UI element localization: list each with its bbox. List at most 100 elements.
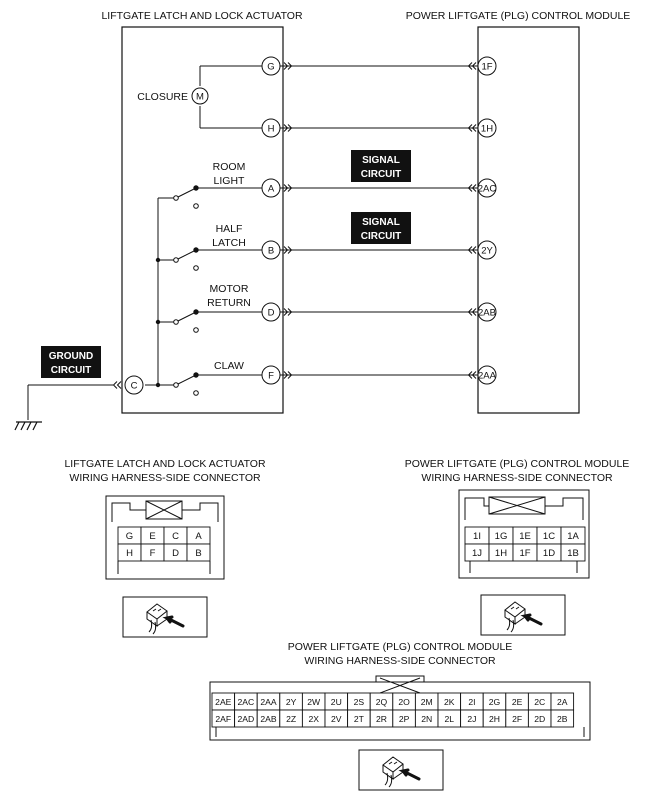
module-connector-1-cell-label: 1D bbox=[543, 548, 555, 559]
ground-circuit-tag bbox=[41, 346, 101, 378]
ground-symbol bbox=[14, 421, 42, 431]
module-connector-2-cell-label: 2W bbox=[307, 697, 321, 707]
actuator-connector-cell-label: F bbox=[150, 548, 156, 559]
switch-3-label-2: RETURN bbox=[207, 297, 251, 309]
connector-chevron-act-B bbox=[283, 246, 293, 254]
module-connector-2-cell-label: 2AB bbox=[260, 714, 277, 724]
switch-2-open-contact bbox=[193, 265, 199, 271]
module-connector-2-lock-x bbox=[379, 677, 421, 694]
module-connector-2-cell-label: 2AF bbox=[215, 714, 231, 724]
connector-chevron-mod-2AB bbox=[467, 308, 477, 316]
connector-chevron-mod-1F bbox=[467, 62, 477, 70]
switch-3-label-1: MOTOR bbox=[210, 283, 249, 295]
actuator-connector-cell-label: E bbox=[149, 531, 155, 542]
switch-2-label-1: HALF bbox=[216, 223, 243, 235]
module-connector-2-cell-label: 2U bbox=[331, 697, 342, 707]
switch-4-pivot bbox=[173, 382, 179, 388]
module-connector-1-cell bbox=[560, 543, 586, 562]
module-connector-2-cell-label: 2L bbox=[445, 714, 455, 724]
module-pin-2AA-label: 2AA bbox=[478, 371, 497, 382]
module-connector-2-housing bbox=[209, 681, 591, 741]
connector-chevron-mod-2AA bbox=[467, 371, 477, 379]
switch-4-open-contact bbox=[193, 390, 199, 396]
module-connector-1-cell-label: 1H bbox=[495, 548, 507, 559]
module-connector-2-view-icon-arrow bbox=[398, 768, 421, 781]
module-connector-1-cell-label: 1F bbox=[519, 548, 530, 559]
connector-chevron-mod-1H bbox=[467, 124, 477, 132]
module-connector-2-feet bbox=[215, 727, 585, 737]
module-connector-1-title-1: POWER LIFTGATE (PLG) CONTROL MODULE bbox=[405, 458, 630, 470]
module-pin-2AB-label: 2AB bbox=[478, 308, 496, 319]
module-pin-2Y bbox=[477, 240, 497, 260]
module-connector-2-cell-label: 2AC bbox=[238, 697, 255, 707]
signal-circuit-tag-1-line-1: SIGNAL bbox=[362, 155, 400, 166]
actuator-connector-view-icon-wires bbox=[148, 608, 162, 635]
module-connector-2-title-2: WIRING HARNESS-SIDE CONNECTOR bbox=[304, 655, 496, 667]
signal-circuit-tag-2 bbox=[351, 212, 411, 244]
actuator-connector-title-2: WIRING HARNESS-SIDE CONNECTOR bbox=[69, 472, 261, 484]
connector-chevron-ground bbox=[112, 381, 122, 389]
actuator-connector-view-icon-plug bbox=[146, 603, 168, 627]
switch-2-label-2: LATCH bbox=[212, 237, 246, 249]
module-connector-2-lock-frame bbox=[375, 675, 425, 682]
module-connector-2-cell-label: 2D bbox=[534, 714, 545, 724]
switch-2-pivot bbox=[173, 257, 179, 263]
actuator-connector-cell-label: C bbox=[172, 531, 179, 542]
module-connector-2-cell-label: 2P bbox=[399, 714, 410, 724]
motor-symbol bbox=[191, 87, 209, 105]
switch-3-pivot bbox=[173, 319, 179, 325]
ground-circuit-tag-line-1: GROUND bbox=[49, 351, 93, 362]
actuator-connector-view-icon-arrow bbox=[162, 615, 185, 628]
actuator-pin-D-label: D bbox=[268, 308, 275, 319]
module-connector-2-cell-label: 2R bbox=[376, 714, 387, 724]
actuator-pin-ground-label: C bbox=[131, 381, 138, 392]
signal-circuit-tag-1 bbox=[351, 150, 411, 182]
switch-4-contact bbox=[193, 372, 199, 378]
module-connector-2-cell-label: 2I bbox=[468, 697, 475, 707]
module-connector-2-cell-label: 2N bbox=[421, 714, 432, 724]
actuator-connector-title-1: LIFTGATE LATCH AND LOCK ACTUATOR bbox=[64, 458, 266, 470]
module-pin-2AB bbox=[477, 302, 497, 322]
module-connector-2-cell-label: 2C bbox=[534, 697, 545, 707]
actuator-connector-cell bbox=[186, 543, 211, 562]
actuator-connector-cell-label: H bbox=[126, 548, 133, 559]
ground-circuit-tag-line-2: CIRCUIT bbox=[51, 365, 92, 376]
module-connector-1-housing bbox=[458, 489, 590, 579]
switch-1-label-2: LIGHT bbox=[214, 175, 246, 187]
switch-2-blade bbox=[177, 250, 195, 260]
module-connector-2-cell-label: 2O bbox=[398, 697, 410, 707]
module-connector-1-cell-label: 1C bbox=[543, 531, 555, 542]
actuator-title: LIFTGATE LATCH AND LOCK ACTUATOR bbox=[101, 10, 303, 22]
actuator-pin-A-label: A bbox=[268, 184, 275, 195]
module-connector-2-cell-label: 2M bbox=[421, 697, 433, 707]
connector-chevron-mod-2Y bbox=[467, 246, 477, 254]
module-connector-2-view-icon-wires bbox=[384, 761, 398, 788]
module-connector-1-feet bbox=[469, 561, 578, 573]
connector-chevron-act-A bbox=[283, 184, 293, 192]
actuator-connector-cell-label: D bbox=[172, 548, 179, 559]
switch-3-blade bbox=[177, 312, 195, 322]
module-connector-2-cell-label: 2AD bbox=[238, 714, 255, 724]
actuator-pin-ground bbox=[124, 375, 144, 395]
motor-symbol-label: M bbox=[196, 92, 204, 103]
module-connector-2-cell-label: 2S bbox=[354, 697, 365, 707]
module-connector-2-title-1: POWER LIFTGATE (PLG) CONTROL MODULE bbox=[288, 641, 513, 653]
actuator-connector-housing bbox=[105, 495, 225, 580]
actuator-connector-cell-label: B bbox=[195, 548, 201, 559]
module-connector-1-cell-label: 1J bbox=[472, 548, 482, 559]
switch-1-contact bbox=[193, 185, 199, 191]
switch-1-label-1: ROOM bbox=[213, 161, 246, 173]
switch-4-label-1: CLAW bbox=[214, 360, 244, 372]
module-pin-2Y-label: 2Y bbox=[481, 246, 493, 257]
module-connector-2-cell-label: 2A bbox=[557, 697, 568, 707]
module-connector-2-cell-label: 2Q bbox=[376, 697, 388, 707]
module-connector-2-cell-label: 2E bbox=[512, 697, 523, 707]
module-connector-1-cell-label: 1A bbox=[567, 531, 579, 542]
module-pin-1F-label: 1F bbox=[481, 62, 492, 73]
module-connector-2-cell-label: 2K bbox=[444, 697, 455, 707]
closure-label: CLOSURE bbox=[137, 91, 188, 103]
signal-circuit-tag-2-line-2: CIRCUIT bbox=[361, 231, 402, 242]
switch-3-open-contact bbox=[193, 327, 199, 333]
module-connector-1-cell-label: 1B bbox=[567, 548, 579, 559]
